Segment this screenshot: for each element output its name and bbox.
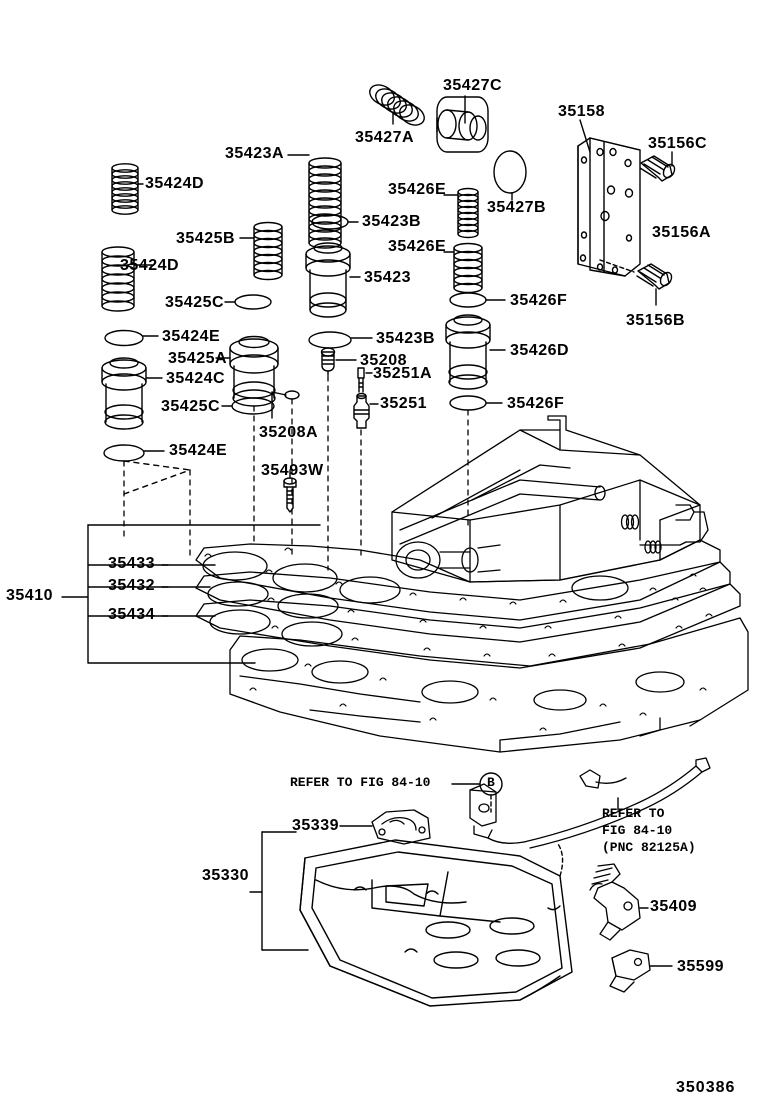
reference-pnc-82125a: REFER TO FIG 84-10 (PNC 82125A): [602, 806, 696, 855]
spring-35427A: [369, 84, 425, 126]
sleeve-35423: [305, 242, 351, 318]
bolt-35156C: [639, 155, 676, 182]
callout-35409: 35409: [650, 898, 697, 915]
callout-35427C: 35427C: [443, 77, 503, 94]
oring-35424E-lower: [103, 444, 145, 462]
callout-35208A: 35208A: [259, 424, 319, 441]
callout-35156C: 35156C: [648, 135, 708, 152]
callout-35426F-upper: 35426F: [510, 292, 568, 309]
oring-35426F-upper: [449, 292, 487, 308]
callout-35433: 35433: [108, 555, 155, 572]
spring-35425B: [253, 221, 283, 281]
pin-35251A: [357, 367, 365, 393]
callout-35423A: 35423A: [225, 145, 285, 162]
callout-35426E-upper: 35426E: [388, 181, 447, 198]
callout-35156B: 35156B: [626, 312, 686, 329]
callout-35427A: 35427A: [355, 129, 415, 146]
spring-35426E-lower: [453, 242, 483, 294]
callout-35426E-lower: 35426E: [388, 238, 447, 255]
plate-layer-1: [195, 539, 721, 621]
valve-body-lower: [229, 617, 749, 753]
callout-35208: 35208: [360, 352, 407, 369]
solenoid-connector: [469, 783, 525, 844]
callout-35251: 35251: [380, 395, 427, 412]
oring-35427B: [493, 150, 527, 194]
callout-35156A: 35156A: [652, 224, 712, 241]
valve-body-assembly: [391, 415, 709, 583]
bolt-35156B: [636, 263, 673, 290]
oring-35426F-lower: [449, 395, 487, 411]
spring-35424D-lower: [101, 246, 135, 312]
figure-number: 350386: [676, 1079, 736, 1096]
callout-35423: 35423: [364, 269, 411, 286]
callout-35426D: 35426D: [510, 342, 570, 359]
callout-35432: 35432: [108, 577, 155, 594]
bolt-35493W: [283, 477, 297, 513]
callout-35425A: 35425A: [168, 350, 228, 367]
callout-35425C-upper: 35425C: [165, 294, 225, 311]
callout-35410: 35410: [6, 587, 53, 604]
oring-35425C-upper: [234, 294, 272, 310]
callout-35427B: 35427B: [487, 199, 547, 216]
callout-35424E-lower: 35424E: [169, 442, 228, 459]
callout-35424C: 35424C: [166, 370, 226, 387]
callout-35424D-top: 35424D: [145, 175, 205, 192]
sleeve-35426D: [445, 314, 491, 390]
callout-35423B-lower: 35423B: [376, 330, 436, 347]
callout-35423B-upper: 35423B: [362, 213, 422, 230]
valve-35427C: [436, 96, 489, 153]
callout-35434: 35434: [108, 606, 155, 623]
wire-harness: [523, 757, 711, 849]
oil-strainer-35330: [299, 839, 573, 1007]
callout-35158: 35158: [558, 103, 605, 120]
sleeve-35425A: [229, 335, 279, 407]
callout-35339: 35339: [292, 817, 339, 834]
plate-35158: [577, 137, 641, 277]
callout-35426F-lower: 35426F: [507, 395, 565, 412]
callout-35599: 35599: [677, 958, 724, 975]
clip-35599: [609, 949, 651, 993]
oring-35208A: [284, 390, 300, 400]
spring-35424D-top: [111, 163, 139, 215]
oring-35424E-upper: [104, 329, 144, 347]
plug-35208: [320, 347, 336, 376]
sleeve-35424C: [101, 357, 147, 430]
plate-layer-2: [195, 561, 731, 643]
spring-35426E-upper: [457, 187, 479, 239]
callout-35493W: 35493W: [261, 462, 324, 479]
reference-badge-b-text: B: [487, 775, 495, 790]
callout-35424E-upper: 35424E: [162, 328, 221, 345]
reference-fig-84-10-b: REFER TO FIG 84-10: [290, 775, 431, 790]
callout-35425B: 35425B: [176, 230, 236, 247]
bracket-35339: [371, 809, 431, 845]
callout-35251A: 35251A: [373, 365, 433, 382]
callout-35425C-lower: 35425C: [161, 398, 221, 415]
bracket-35410: [61, 524, 321, 664]
pin-35251: [353, 392, 370, 429]
lever-35409: [589, 863, 641, 941]
callout-35424D-lower: 35424D: [120, 257, 180, 274]
spring-35423A: [308, 157, 342, 249]
callout-35330: 35330: [202, 867, 249, 884]
oring-35423B-lower: [308, 331, 352, 349]
plate-layer-3: [195, 583, 741, 669]
